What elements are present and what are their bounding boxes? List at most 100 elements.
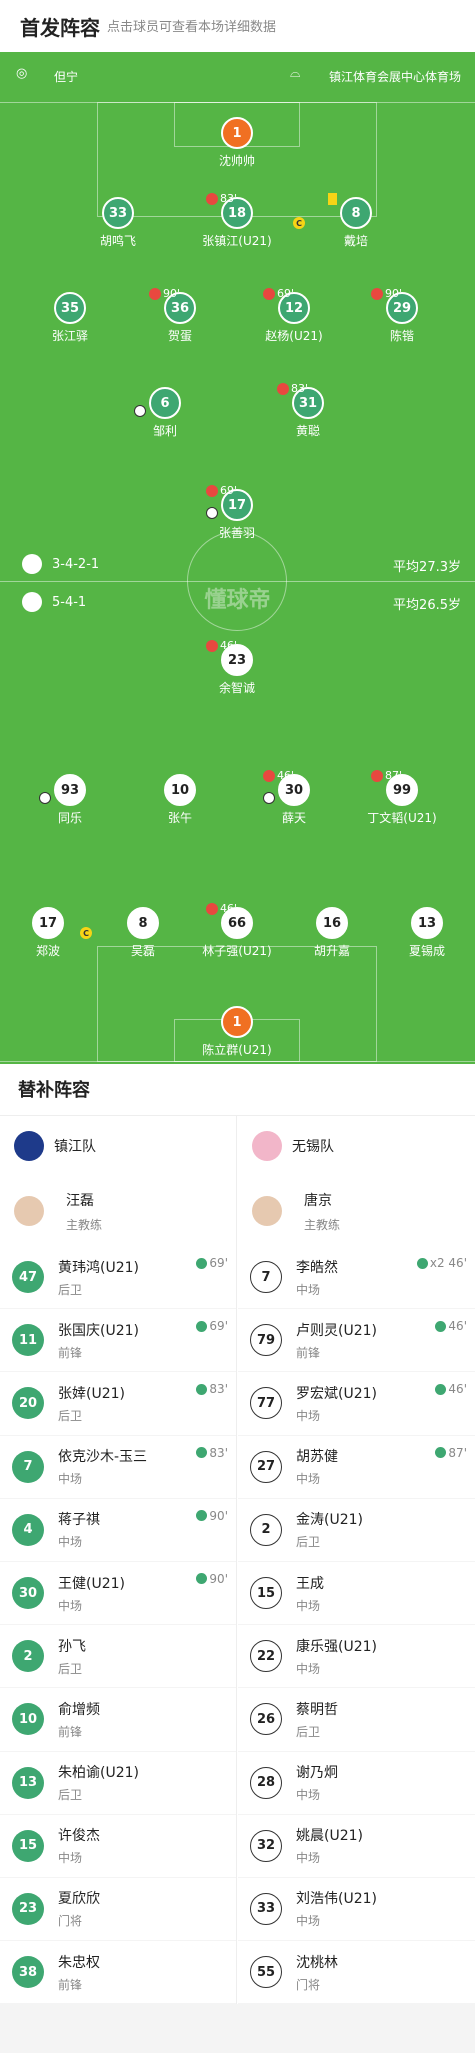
- player-position: 前锋: [58, 1345, 83, 1360]
- referee-name: 但宁: [54, 70, 79, 84]
- pitch: ◎ 但宁 ⌓ 镇江体育会展中心体育场 懂球帝 3-4-2-1 平均27.3岁 5…: [0, 52, 475, 1064]
- sub-in-icon: [196, 1447, 208, 1459]
- player-name: 朱忠权: [58, 1954, 100, 1971]
- player-number: 17: [221, 489, 253, 521]
- pitch-player[interactable]: 93 同乐: [15, 774, 125, 826]
- player-number: 13: [12, 1766, 44, 1799]
- player-number: 13: [411, 907, 443, 939]
- player-position: 中场: [296, 1598, 321, 1613]
- sub-in-icon: [435, 1320, 447, 1332]
- player-name: 王健(U21): [58, 1575, 125, 1592]
- player-number: 55: [250, 1956, 282, 1989]
- player-name: 李皓然: [296, 1259, 338, 1276]
- away-team-row[interactable]: 无锡队: [238, 1116, 475, 1176]
- player-name: 胡鸣飞: [99, 234, 136, 248]
- captain-icon: C: [293, 217, 305, 229]
- home-team-row[interactable]: 镇江队: [0, 1116, 236, 1176]
- player-name: 许俊杰: [58, 1828, 100, 1845]
- player-position: 中场: [296, 1788, 321, 1803]
- player-position: 中场: [296, 1408, 321, 1423]
- player-number: 20: [12, 1387, 44, 1420]
- captain-icon: C: [80, 927, 92, 939]
- watermark-logo: 懂球帝: [204, 588, 271, 613]
- player-number: 15: [12, 1829, 44, 1862]
- yellow-card-icon: [328, 193, 337, 205]
- player-name: 同乐: [57, 811, 82, 825]
- avatar: [14, 1196, 44, 1226]
- home-team-logo: [14, 1131, 44, 1161]
- sub-in-icon: [196, 1257, 208, 1269]
- player-position: 中场: [58, 1472, 83, 1487]
- player-position: 中场: [296, 1661, 321, 1676]
- player-number: 93: [54, 774, 86, 806]
- player-position: 后卫: [58, 1408, 83, 1423]
- player-number: 1: [221, 117, 253, 149]
- player-name: 金涛(U21): [296, 1512, 363, 1529]
- sub-in-event: 90': [196, 1509, 228, 1523]
- sub-in-icon: [196, 1383, 208, 1395]
- sub-in-event: 87': [435, 1446, 467, 1460]
- away-coach[interactable]: 唐京 主教练: [238, 1176, 475, 1246]
- player-name: 张善羽: [218, 526, 255, 540]
- player-number: 31: [292, 387, 324, 419]
- player-position: 门将: [296, 1977, 321, 1992]
- match-info-bar: ◎ 但宁 ⌓ 镇江体育会展中心体育场: [0, 52, 475, 102]
- sub-in-icon: [196, 1573, 208, 1585]
- player-name: 张江驿: [51, 329, 88, 343]
- player-position: 中场: [296, 1851, 321, 1866]
- player-number: 33: [250, 1892, 282, 1925]
- substitution-icon: 87': [371, 769, 402, 782]
- player-name: 邹利: [152, 424, 177, 438]
- venue-name: 镇江体育会展中心体育场: [328, 70, 461, 84]
- player-number: 8: [127, 907, 159, 939]
- home-coach[interactable]: 汪磊 主教练: [0, 1176, 236, 1246]
- player-name: 张国庆(U21): [58, 1322, 139, 1339]
